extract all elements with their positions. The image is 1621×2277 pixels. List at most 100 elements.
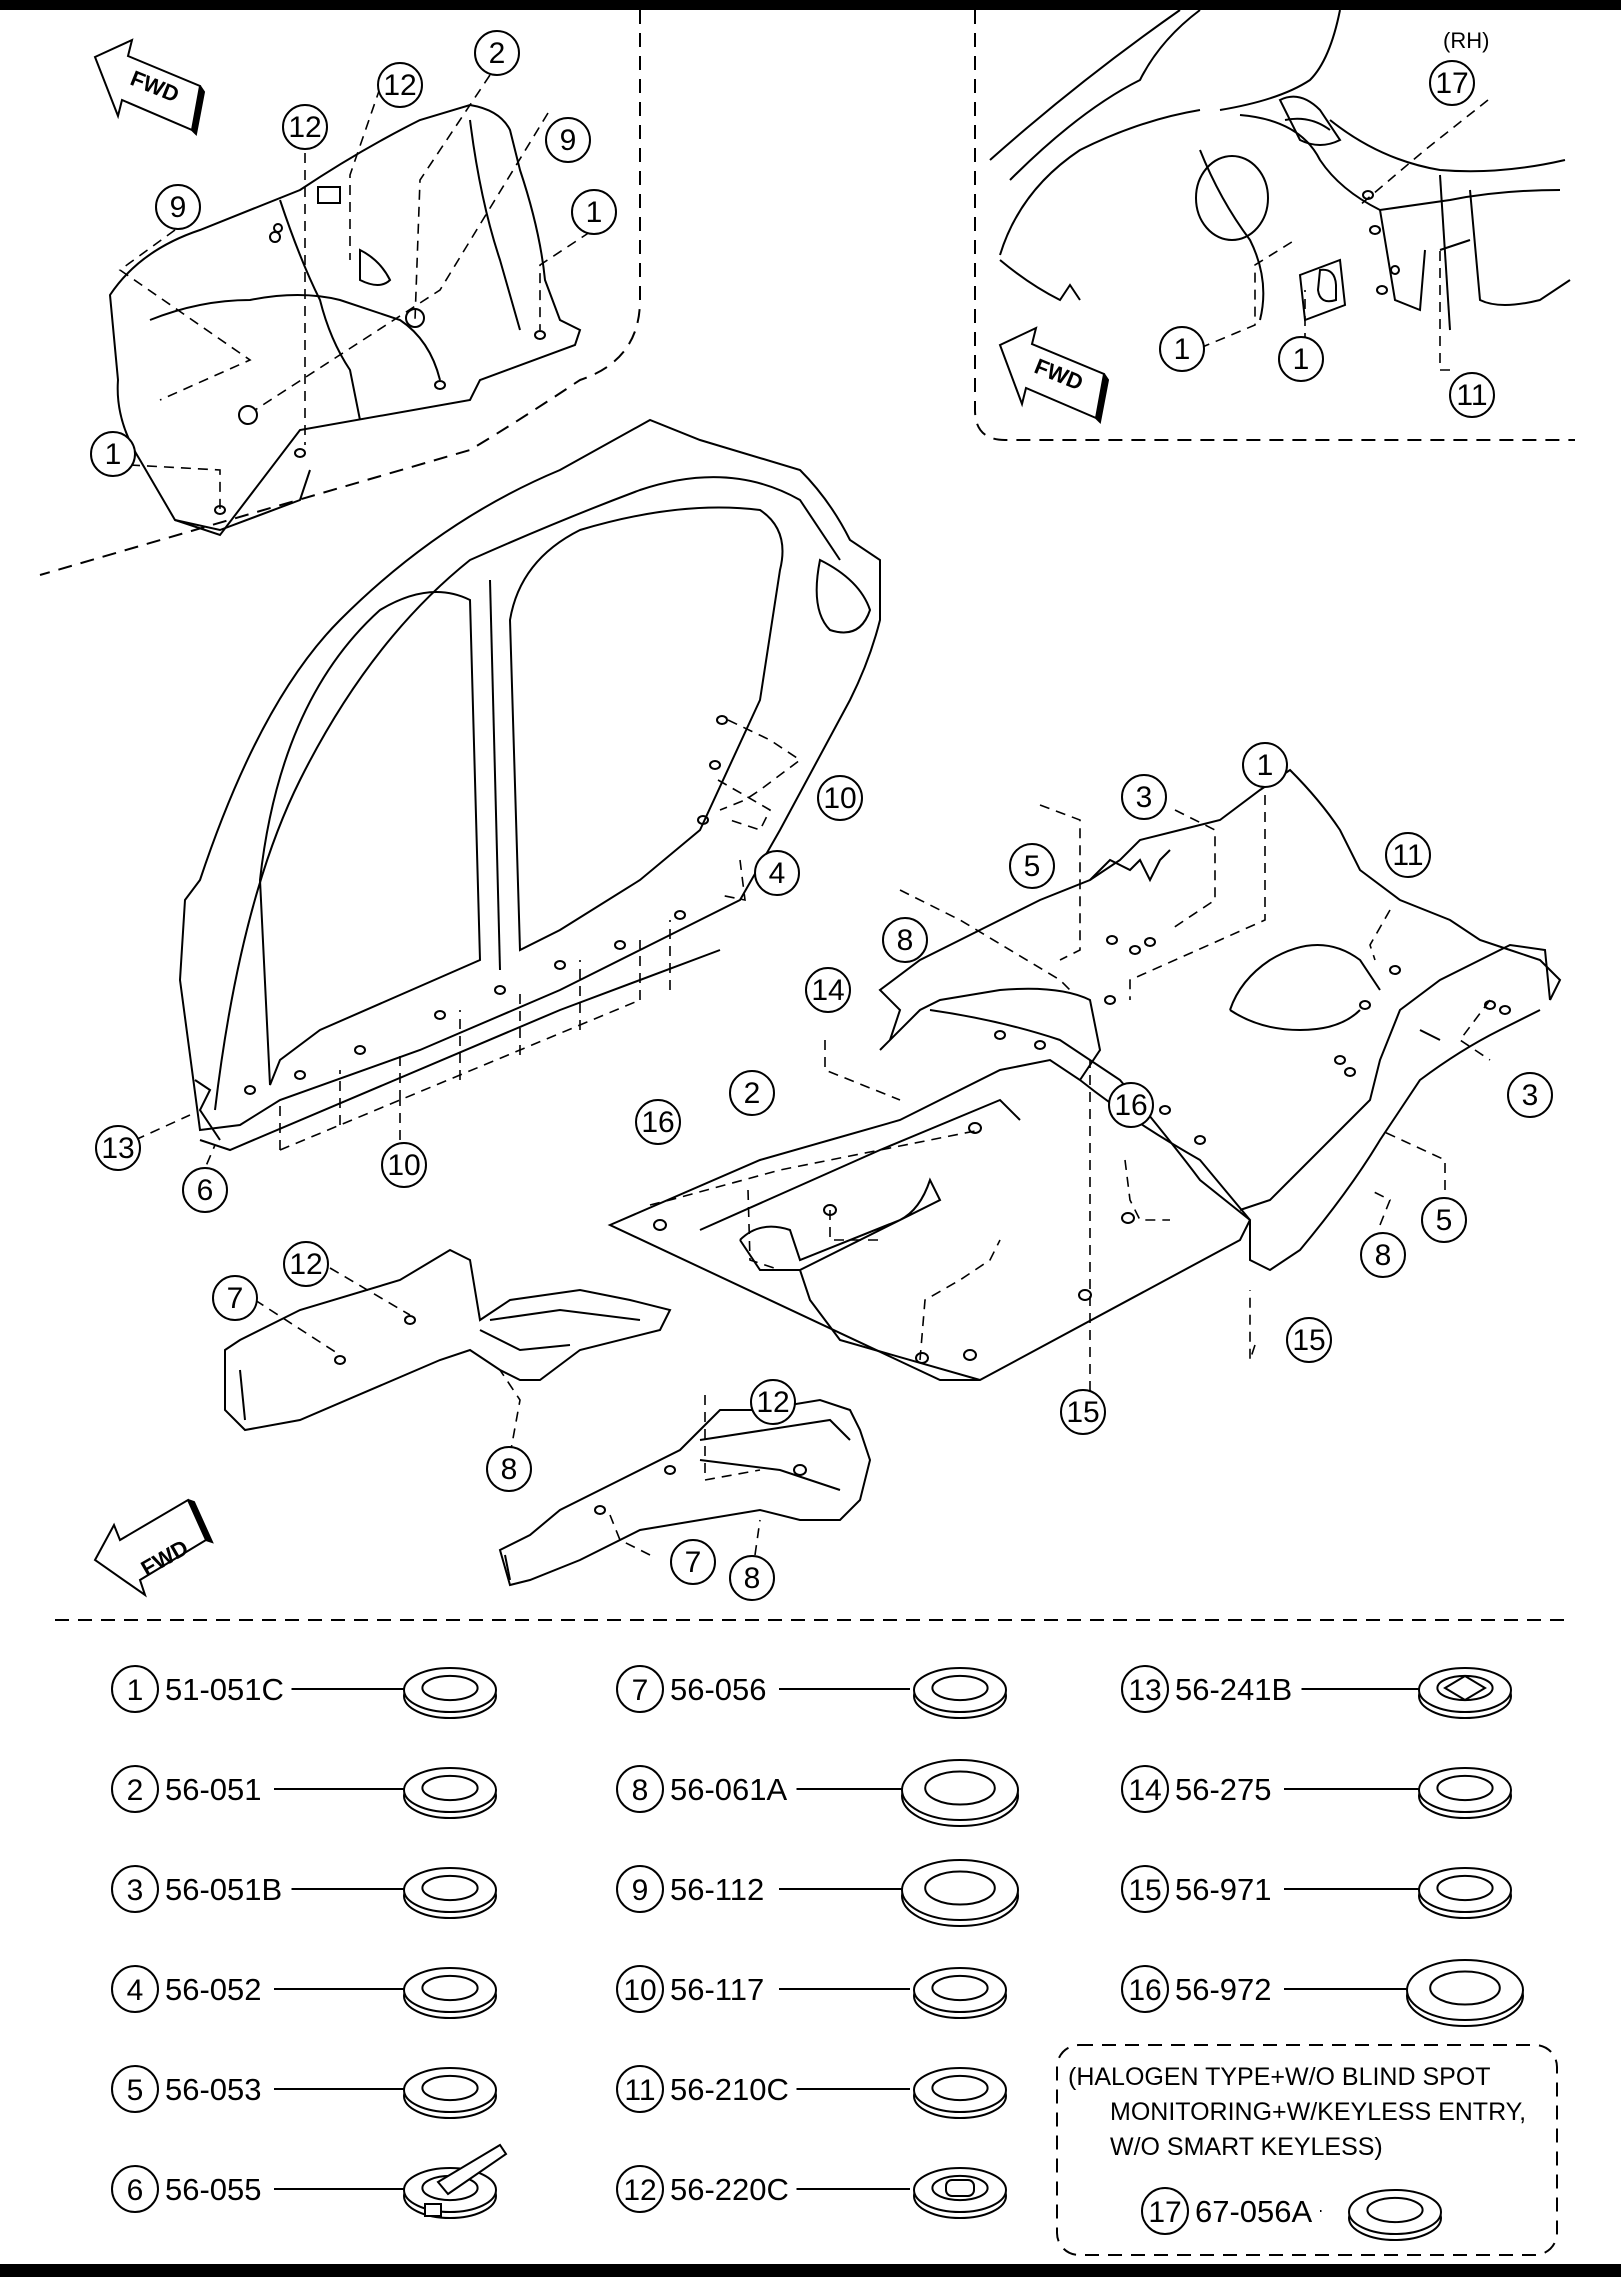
svg-text:8: 8 (744, 1562, 761, 1595)
fwd-arrow-top-left: FWD (93, 38, 206, 137)
svg-text:9: 9 (170, 191, 187, 224)
legend-item-8: 8 56-061A (616, 1759, 1019, 1827)
legend-number: 8 (632, 1774, 649, 1807)
callout-1: 1 (1242, 742, 1288, 788)
callout-12: 12 (283, 1241, 329, 1287)
callout-8: 8 (486, 1446, 532, 1492)
legend-item-7: 7 56-056 (616, 1665, 1007, 1719)
svg-text:10: 10 (823, 782, 856, 815)
side-sill-leaders (254, 1267, 761, 1556)
svg-text:8: 8 (1375, 1239, 1392, 1272)
svg-text:8: 8 (501, 1453, 518, 1486)
legend-item-9: 9 56-112 (616, 1859, 1019, 1927)
callout-6: 6 (182, 1167, 228, 1213)
svg-text:17: 17 (1435, 67, 1468, 100)
fwd-arrow-bottom-left: FWD (93, 1498, 214, 1598)
dash-panel-drawing (108, 103, 582, 537)
side-sill-lower-drawing (498, 1398, 872, 1587)
callout-12: 12 (282, 104, 328, 150)
callout-12: 12 (750, 1379, 796, 1425)
svg-text:2: 2 (744, 1077, 761, 1110)
callout-1: 1 (571, 189, 617, 235)
rear-wheelhouse-leaders (1199, 99, 1489, 371)
svg-text:5: 5 (1024, 850, 1041, 883)
svg-text:5: 5 (1436, 1204, 1453, 1237)
svg-text:12: 12 (383, 69, 416, 102)
legend-part-number: 56-056 (670, 1672, 767, 1707)
legend-part-number: 56-971 (1175, 1872, 1272, 1907)
callout-15: 15 (1286, 1317, 1332, 1363)
callout-10: 10 (817, 775, 863, 821)
legend-part-number: 56-051 (165, 1772, 262, 1807)
callout-8: 8 (1360, 1232, 1406, 1278)
svg-text:9: 9 (560, 124, 577, 157)
callout-3: 3 (1121, 774, 1167, 820)
svg-text:2: 2 (489, 37, 506, 70)
legend-number: 16 (1128, 1974, 1161, 2007)
legend-number: 13 (1128, 1674, 1161, 1707)
legend-part-number: 56-210C (670, 2072, 789, 2107)
callout-7: 7 (212, 1275, 258, 1321)
svg-text:1: 1 (586, 196, 603, 229)
callout-1: 1 (1159, 326, 1205, 372)
svg-text:12: 12 (288, 111, 321, 144)
legend-number: 14 (1128, 1774, 1161, 1807)
svg-text:11: 11 (1392, 839, 1423, 872)
callout-12: 12 (377, 62, 423, 108)
callout-2: 2 (474, 30, 520, 76)
svg-text:7: 7 (685, 1546, 702, 1579)
legend-part-number: 56-220C (670, 2172, 789, 2207)
svg-text:8: 8 (897, 924, 914, 957)
body-side-drawing (178, 418, 881, 1152)
callout-7: 7 (670, 1539, 716, 1585)
callout-13: 13 (95, 1125, 141, 1171)
fwd-arrow-top-right: FWD (998, 326, 1110, 425)
legend-number: 9 (632, 1874, 649, 1907)
floor-pan-leaders (649, 795, 1491, 1406)
note-line-1: (HALOGEN TYPE+W/O BLIND SPOT (1068, 2063, 1491, 2091)
legend-part-number: 56-061A (670, 1772, 788, 1807)
svg-text:4: 4 (769, 857, 786, 890)
callout-2: 2 (729, 1070, 775, 1116)
callout-16: 16 (635, 1099, 681, 1145)
callout-1: 1 (90, 431, 136, 477)
svg-text:1: 1 (1174, 333, 1191, 366)
side-sill-upper-drawing (224, 1248, 672, 1432)
rh-label: (RH) (1443, 28, 1489, 53)
dash-panel-leaders (118, 74, 591, 510)
svg-text:6: 6 (197, 1174, 214, 1207)
rear-wheelhouse-drawing (989, 9, 1571, 331)
legend-part-number: 56-241B (1175, 1672, 1292, 1707)
callout-5: 5 (1421, 1197, 1467, 1243)
legend-part-number: 56-112 (670, 1872, 764, 1907)
legend-number: 10 (623, 1974, 656, 2007)
svg-text:3: 3 (1522, 1079, 1539, 1112)
legend-item-13: 13 56-241B (1121, 1665, 1512, 1719)
svg-text:16: 16 (641, 1106, 674, 1139)
note-line-3: W/O SMART KEYLESS) (1110, 2133, 1383, 2161)
note-box: (HALOGEN TYPE+W/O BLIND SPOT MONITORING+… (1056, 2044, 1558, 2256)
svg-text:11: 11 (1456, 379, 1487, 412)
callout-15: 15 (1060, 1389, 1106, 1435)
legend-number: 6 (127, 2174, 144, 2207)
callout-11: 11 (1385, 832, 1431, 878)
legend-part-number: 56-052 (165, 1972, 262, 2007)
region-dividers (39, 10, 1575, 1621)
legend-number: 7 (632, 1674, 649, 1707)
legend-item-2: 2 56-051 (111, 1765, 497, 1819)
legend-number: 2 (127, 1774, 144, 1807)
legend-part-number: 56-053 (165, 2072, 262, 2107)
legend-part-number: 51-051C (165, 1672, 284, 1707)
callout-16: 16 (1108, 1082, 1154, 1128)
svg-text:3: 3 (1136, 781, 1153, 814)
svg-text:14: 14 (811, 974, 844, 1007)
